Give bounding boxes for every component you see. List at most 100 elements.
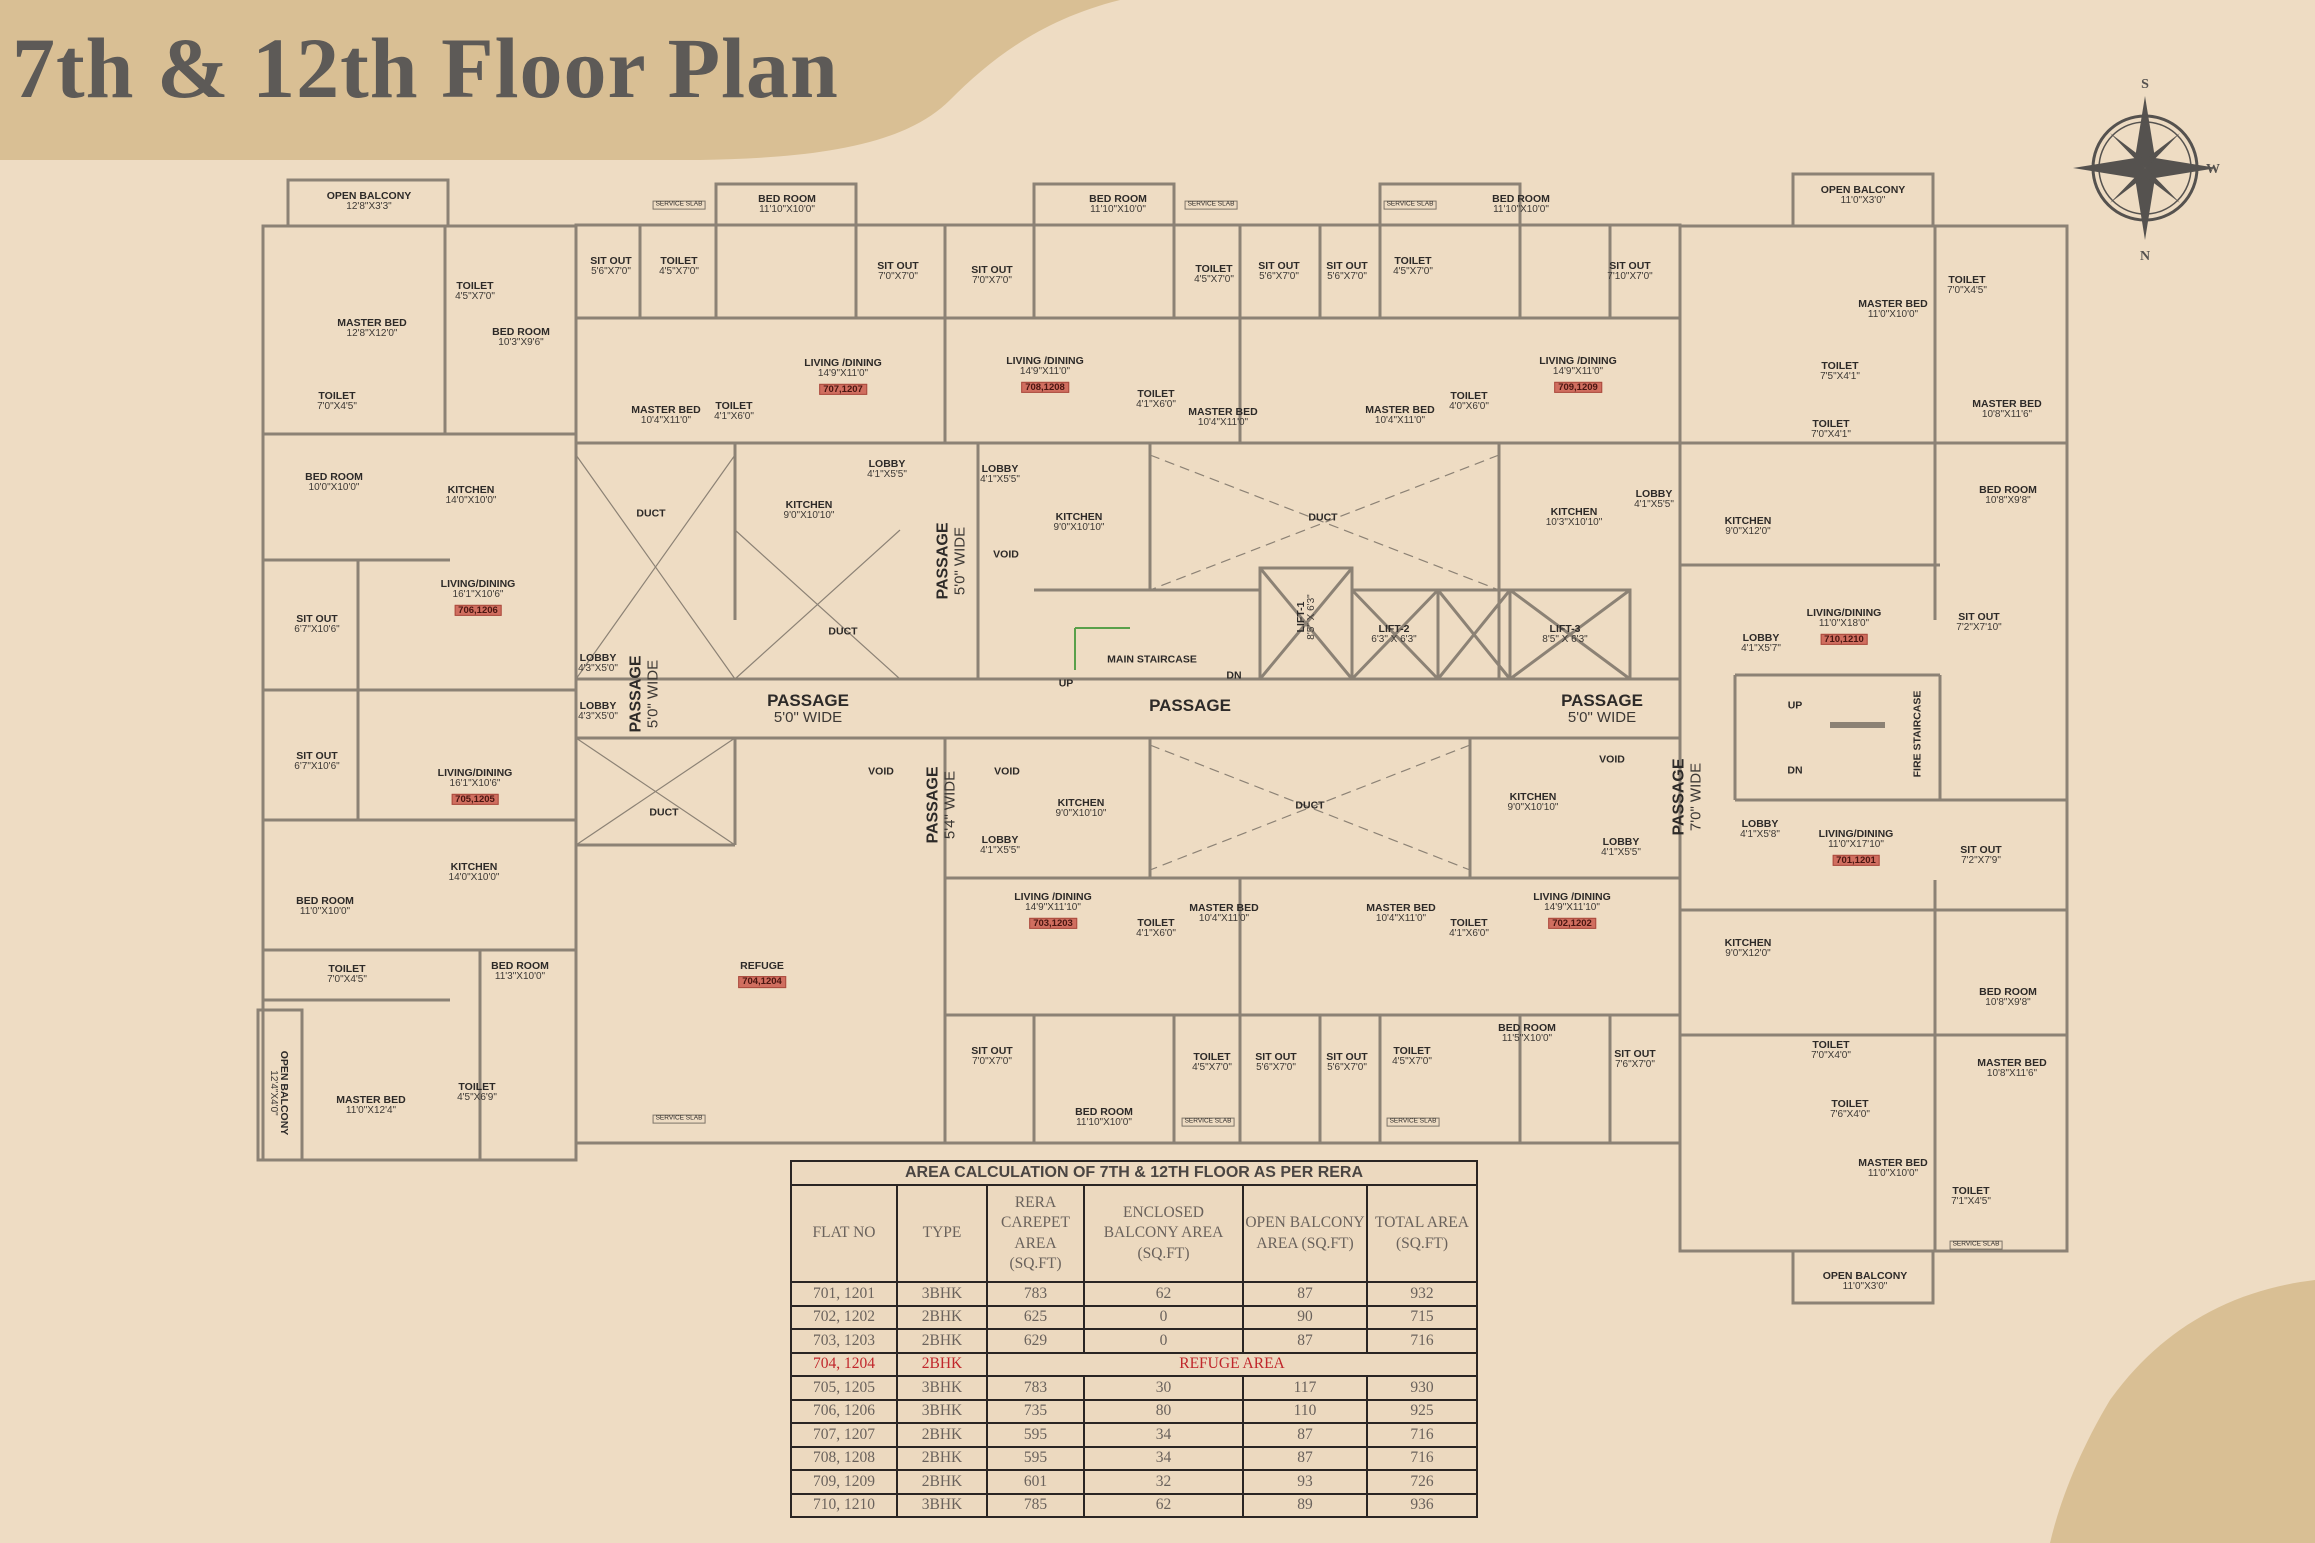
room-name: TOILET: [1812, 418, 1850, 431]
table-cell: 703, 1203: [790, 1328, 898, 1354]
room-dimensions: 10'8"X9'8": [1985, 495, 2031, 507]
room-name: LIFT-2: [1378, 623, 1410, 636]
room-name: TOILET: [456, 280, 494, 293]
room-dimensions: 7'1"X4'5": [1951, 1196, 1991, 1208]
room-dimensions: 11'0"X10'0": [1867, 309, 1919, 321]
room-name: BED ROOM: [491, 960, 549, 973]
room-dimensions: 12'4"X4'0": [267, 1070, 279, 1116]
table-cell: 925: [1366, 1398, 1478, 1424]
room-dimensions: 5'0" WIDE: [951, 526, 969, 596]
room-dimensions: 9'0"X10'10": [783, 510, 835, 522]
room-name: LOBBY: [981, 463, 1019, 476]
room-dimensions: 11'0"X10'0": [299, 906, 351, 918]
room-name: SERVICE SLAB: [1949, 1240, 2003, 1250]
room-dimensions: 4'1"X6'0": [1136, 399, 1176, 411]
room-dimensions: 4'3"X5'0": [578, 711, 618, 723]
room-dimensions: 11'10"X10'0": [1076, 1117, 1132, 1129]
col-header-open-balcony: OPEN BALCONY AREA (SQ.FT): [1242, 1184, 1368, 1283]
room-name: PASSAGE: [627, 655, 645, 733]
room-name: KITCHEN: [447, 484, 495, 497]
room-dimensions: 6'7"X10'6": [294, 761, 340, 773]
room-name: TOILET: [1450, 390, 1488, 403]
room-label-up: UP: [1059, 678, 1074, 689]
table-cell: 936: [1366, 1492, 1478, 1518]
room-name: LOBBY: [579, 652, 617, 665]
room-dimensions: 7'6"X4'0": [1830, 1109, 1870, 1121]
room-name: UP: [1787, 699, 1803, 712]
room-label-void: VOID: [1599, 754, 1625, 765]
room-name: SERVICE SLAB: [1386, 1117, 1440, 1127]
room-name: SIT OUT: [590, 255, 632, 268]
room-dimensions: 4'5"X7'0": [1392, 1056, 1432, 1068]
room-dimensions: 7'0"X7'0": [972, 1056, 1012, 1068]
table-cell: REFUGE AREA: [986, 1351, 1478, 1377]
room-name: BED ROOM: [296, 895, 354, 908]
room-name: MASTER BED: [337, 317, 407, 330]
room-name: TOILET: [1137, 917, 1175, 930]
room-name: LOBBY: [868, 458, 906, 471]
compass-right-label: W: [2206, 162, 2220, 177]
room-dimensions: 10'4"X11'0": [1198, 913, 1250, 925]
room-label-duct: DUCT: [1295, 800, 1324, 811]
compass-left-label: E: [2070, 162, 2071, 177]
room-dimensions: 7'10"X7'0": [1607, 271, 1653, 283]
room-dimensions: 4'5"X7'0": [455, 291, 495, 303]
room-name: UP: [1058, 677, 1074, 690]
room-name: SIT OUT: [296, 750, 338, 763]
room-label-passage: PASSAGE: [1149, 697, 1231, 715]
room-dimensions: 10'4"X11'0": [1374, 415, 1426, 427]
room-name: KITCHEN: [1509, 791, 1557, 804]
room-name: DUCT: [1308, 511, 1338, 524]
room-name: SIT OUT: [1960, 844, 2002, 857]
flat-number-tag: 709,1209: [1554, 381, 1602, 394]
room-name: LOBBY: [981, 834, 1019, 847]
room-name: DUCT: [1295, 799, 1325, 812]
table-cell: 783: [986, 1281, 1085, 1307]
room-dimensions: 7'5"X4'1": [1820, 371, 1860, 383]
room-dimensions: 14'0"X10'0": [445, 495, 497, 507]
room-name: SIT OUT: [971, 1045, 1013, 1058]
room-label-duct: DUCT: [636, 508, 665, 519]
room-dimensions: 10'3"X10'10": [1545, 517, 1603, 529]
room-name: SIT OUT: [296, 613, 338, 626]
room-name: TOILET: [1831, 1098, 1869, 1111]
room-dimensions: 9'0"X10'10": [1053, 522, 1105, 534]
room-name: BED ROOM: [1979, 986, 2037, 999]
room-name: TOILET: [1948, 274, 1986, 287]
room-name: TOILET: [1450, 917, 1488, 930]
room-name: LOBBY: [1741, 818, 1779, 831]
room-dimensions: 5'6"X7'0": [591, 266, 631, 278]
room-name: TOILET: [715, 400, 753, 413]
room-dimensions: 11'10"X10'0": [1493, 204, 1549, 216]
room-name: PASSAGE: [924, 766, 942, 844]
table-cell: 2BHK: [896, 1469, 988, 1495]
room-dimensions: 5'0" WIDE: [773, 709, 843, 727]
table-cell: 785: [986, 1492, 1085, 1518]
room-dimensions: 16'1"X10'6": [452, 588, 504, 600]
room-dimensions: 10'8"X11'6": [1981, 409, 2033, 421]
room-dimensions: 8'5" X 6'3": [1542, 634, 1588, 646]
